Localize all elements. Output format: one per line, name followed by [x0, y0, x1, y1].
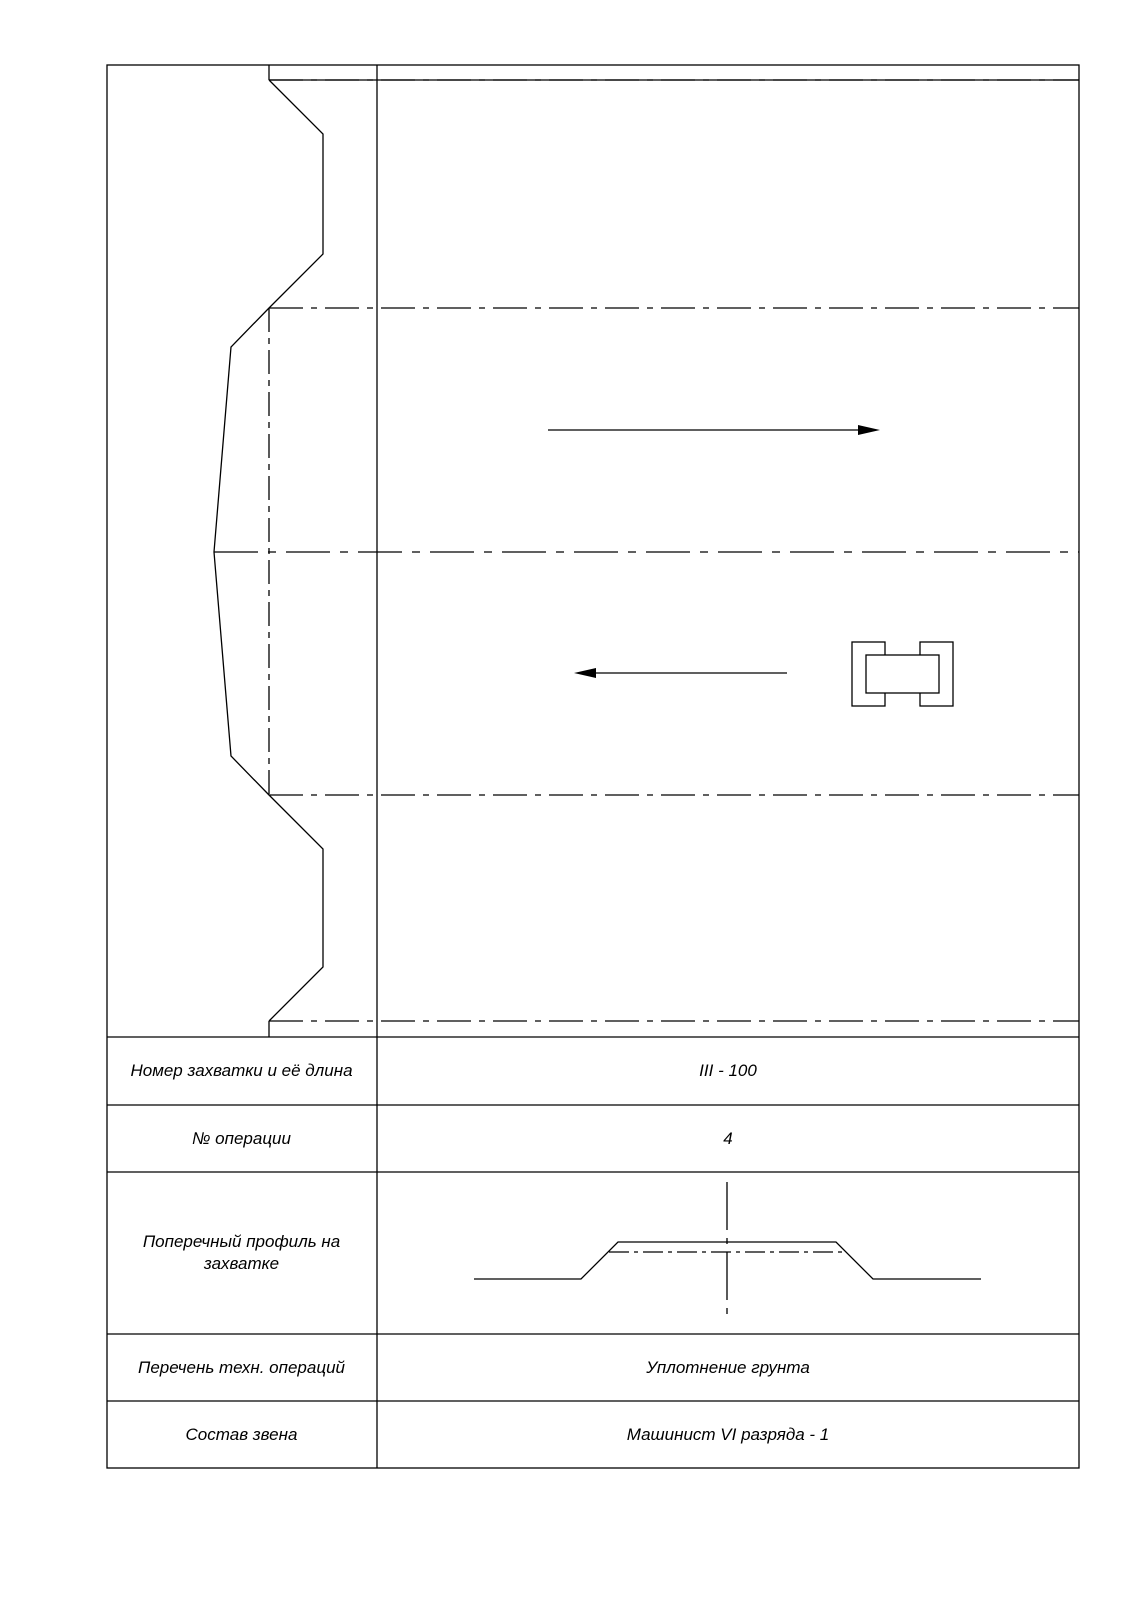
row-label-cross-section: Поперечный профиль на захватке — [142, 1232, 341, 1273]
arrow-left-icon — [574, 668, 787, 678]
row-label-operations-list: Перечень техн. операций — [138, 1357, 345, 1377]
roller-compactor-icon — [851, 641, 954, 707]
row-label-operation-number: № операции — [192, 1128, 291, 1148]
cross-section-profile — [474, 1182, 981, 1320]
row-value-crew: Машинист VI разряда - 1 — [626, 1424, 830, 1444]
row-value-section-number: III - 100 — [699, 1061, 757, 1080]
arrow-right-icon — [548, 425, 880, 435]
outer-frame — [106, 64, 1080, 1469]
row-value-operation-number: 4 — [723, 1128, 733, 1148]
row-label-section-number: Номер захватки и её длина — [130, 1061, 353, 1080]
row-value-operations-list: Уплотнение грунта — [646, 1357, 810, 1377]
row-label-crew: Состав звена — [185, 1424, 298, 1444]
